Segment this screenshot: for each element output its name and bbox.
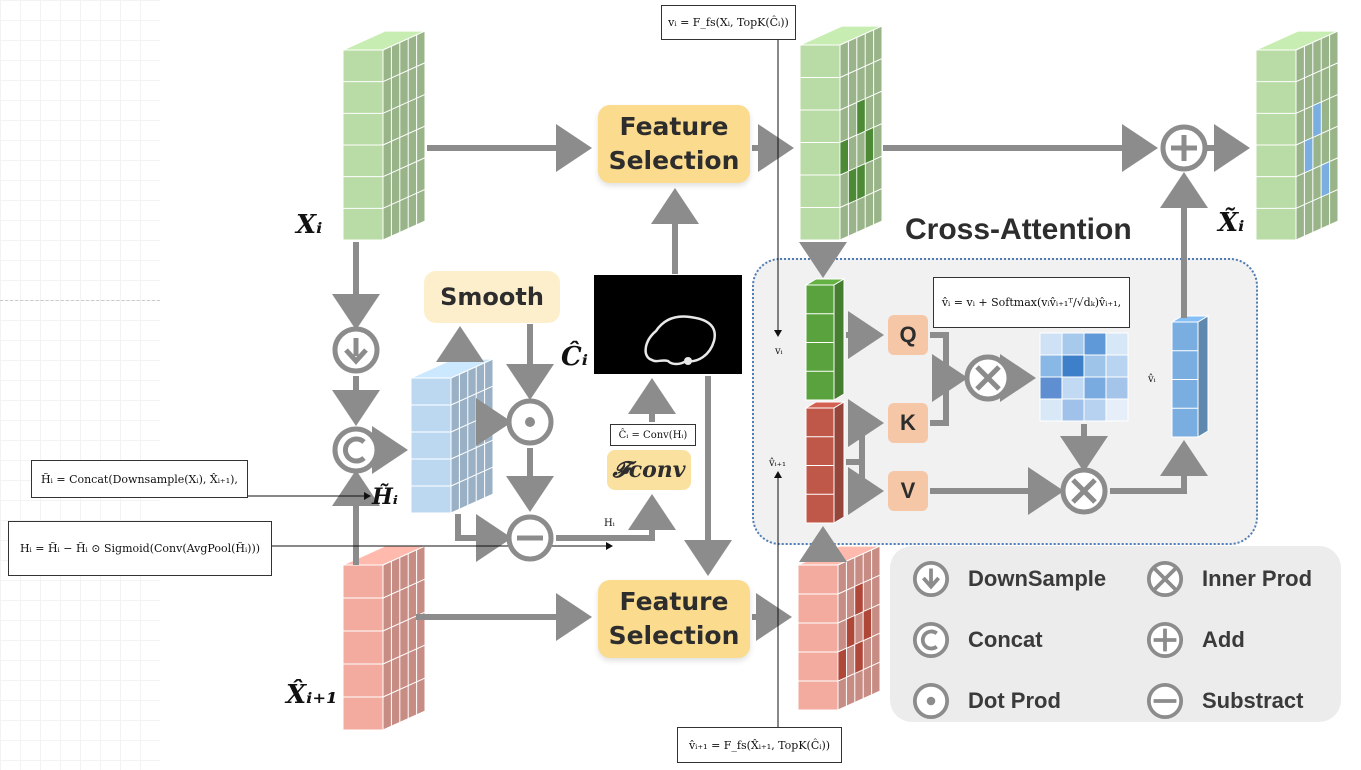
value-block: V: [888, 471, 928, 511]
tensor-selected-top: [799, 25, 883, 241]
add-op-icon: [1160, 124, 1208, 172]
subtract-icon: [1146, 682, 1184, 720]
formula-v-i1: v̂ᵢ₊₁ = F_fs(X̂ᵢ₊₁, TopK(Ĉᵢ)): [677, 727, 842, 763]
feature-selection-bottom-line1: Feature: [619, 587, 729, 616]
subtract-op-icon: [506, 514, 554, 562]
heatmap-cell: [1083, 354, 1107, 378]
legend-panel: [890, 546, 1341, 722]
formula-h-tilde-concat: H̃ᵢ = Concat(Downsample(Xᵢ), X̂ᵢ₊₁),: [31, 460, 248, 498]
formula-h-i-def: Hᵢ = H̃ᵢ − H̃ᵢ ⊙ Sigmoid(Conv(AvgPool(H̃…: [8, 521, 272, 576]
label-h-tilde-i: H̃ᵢ: [372, 484, 399, 510]
heatmap-cell: [1061, 398, 1085, 422]
label-x-i: Xᵢ: [296, 210, 323, 240]
formula-attention: v̂ᵢ = vᵢ + Softmax(vᵢv̂ᵢ₊₁ᵀ/√dₖ)v̂ᵢ₊₁,: [933, 277, 1130, 328]
inner-prod-op-1-icon: [964, 354, 1012, 402]
arrow-mul2-to-vhat: [1110, 440, 1208, 494]
legend-item-downsample: DownSample: [912, 560, 1106, 598]
vector-v-i1: [804, 401, 846, 524]
heatmap-cell: [1039, 332, 1063, 356]
arrow-q-to-mul: [930, 332, 968, 402]
tensor-h-tilde-i: [410, 358, 494, 514]
tensor-x-hat-i1: [342, 545, 426, 731]
heatmap-cell: [1061, 376, 1085, 400]
heatmap-cell: [1039, 398, 1063, 422]
smooth-block: Smooth: [424, 271, 560, 323]
vector-v-hat-i: [1170, 315, 1210, 438]
arrow-sub-to-fconv: [556, 494, 676, 541]
legend-label-concat: Concat: [968, 627, 1043, 652]
dot-prod-icon: [912, 682, 950, 720]
legend-label-subtract: Substract: [1202, 688, 1304, 713]
arrow-vi1-to-k: [846, 399, 884, 465]
tensor-x-tilde-i: [1255, 30, 1339, 241]
arrow-vi1-to-v: [848, 462, 884, 515]
coarse-mask-image: [594, 275, 742, 374]
label-x-tilde-i: X̃ᵢ: [1218, 208, 1245, 238]
key-block: K: [888, 403, 928, 443]
feature-selection-bottom-line2: Selection: [608, 621, 740, 650]
legend-item-dot-prod: Dot Prod: [912, 682, 1061, 720]
legend-item-subtract: Substract: [1146, 682, 1303, 720]
heatmap-cell: [1039, 354, 1063, 378]
label-h-i: Hᵢ: [604, 518, 615, 529]
dot-prod-op-icon: [506, 398, 554, 446]
cross-attention-title: Cross-Attention: [905, 213, 1132, 246]
tensor-selected-bottom: [797, 545, 881, 711]
label-x-hat-i1: X̂ᵢ₊₁: [286, 680, 338, 710]
concat-icon: [912, 621, 950, 659]
label-v-i1: v̂ᵢ₊₁: [769, 458, 786, 469]
label-c-hat-i: Ĉᵢ: [561, 342, 588, 372]
label-v-i: vᵢ: [775, 346, 783, 357]
legend-label-inner-prod: Inner Prod: [1202, 566, 1313, 591]
legend-label-downsample: DownSample: [968, 566, 1107, 591]
vector-v-i: [804, 278, 846, 401]
legend-item-concat: Concat: [912, 621, 1043, 659]
heatmap-cell: [1083, 376, 1107, 400]
label-v-hat-i: v̂ᵢ: [1148, 374, 1156, 385]
inner-prod-icon: [1146, 560, 1184, 598]
formula-v-i: vᵢ = F_fs(Xᵢ, TopK(Ĉᵢ)): [661, 5, 796, 40]
add-icon: [1146, 621, 1184, 659]
heatmap-cell: [1105, 398, 1129, 422]
heatmap-cell: [1061, 332, 1085, 356]
query-block: Q: [888, 315, 928, 355]
heatmap-cell: [1083, 332, 1107, 356]
heatmap-cell: [1105, 376, 1129, 400]
concat-op-icon: [332, 426, 380, 474]
background-grid: [0, 0, 160, 770]
feature-selection-top-line2: Selection: [608, 146, 740, 175]
inner-prod-op-2-icon: [1060, 467, 1108, 515]
legend-label-dot-prod: Dot Prod: [968, 688, 1061, 713]
legend-label-add: Add: [1202, 627, 1245, 652]
feature-selection-top-line1: Feature: [619, 112, 729, 141]
heatmap-cell: [1105, 332, 1129, 356]
legend-item-inner-prod: Inner Prod: [1146, 560, 1312, 598]
downsample-icon: [912, 560, 950, 598]
downsample-op-icon: [332, 326, 380, 374]
heatmap-cell: [1105, 354, 1129, 378]
f-conv-block: 𝓕conv: [607, 450, 691, 490]
heatmap-cell: [1083, 398, 1107, 422]
arrow-h-to-sub: [455, 514, 512, 562]
formula-c-hat-conv: Ĉᵢ = Conv(Hᵢ): [610, 424, 696, 446]
dashed-guide-line: [0, 300, 160, 301]
heatmap-cell: [1039, 376, 1063, 400]
heatmap-cell: [1061, 354, 1085, 378]
legend-item-add: Add: [1146, 621, 1245, 659]
tensor-x-i: [342, 30, 426, 241]
arrow-k-to-mul: [930, 378, 949, 426]
